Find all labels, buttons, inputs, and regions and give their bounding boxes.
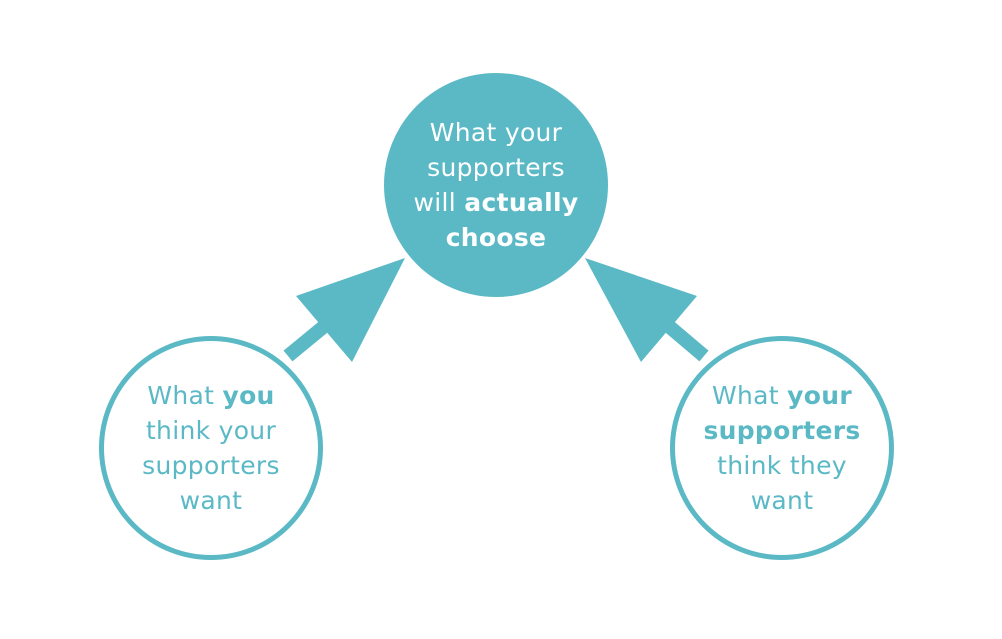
node-supporters-belief: What your supporters think they want [670,336,894,560]
node-your-assumption: What you think your supporters want [99,336,323,560]
text-line: What your [429,118,563,147]
text-line: What your [703,378,860,413]
node-actual-choice-label: What your supporters will actually choos… [414,115,579,255]
node-actual-choice: What your supporters will actually choos… [384,73,608,297]
text-fragment-bold: actually [464,188,579,217]
text-line: want [750,486,814,515]
node-supporters-belief-label: What your supporters think they want [703,378,860,518]
arrow-right-to-top [585,258,709,362]
text-line: will actually [414,185,579,220]
arrow-left-head [296,258,405,362]
text-line: want [179,486,243,515]
text-line: supporters [427,153,565,182]
text-fragment-bold: your [787,381,852,410]
text-line: What you [142,378,280,413]
text-line: think your [145,416,277,445]
node-your-assumption-label: What you think your supporters want [142,378,280,518]
text-fragment-bold: you [222,381,275,410]
text-fragment: What [712,381,788,410]
text-fragment: will [413,188,465,217]
text-line: supporters [142,451,280,480]
text-line-bold: choose [445,223,547,252]
text-line: think they [717,451,847,480]
arrow-left-to-top [283,258,405,362]
text-line-bold: supporters [703,416,861,445]
arrow-right-head [585,258,697,362]
text-fragment: What [147,381,223,410]
